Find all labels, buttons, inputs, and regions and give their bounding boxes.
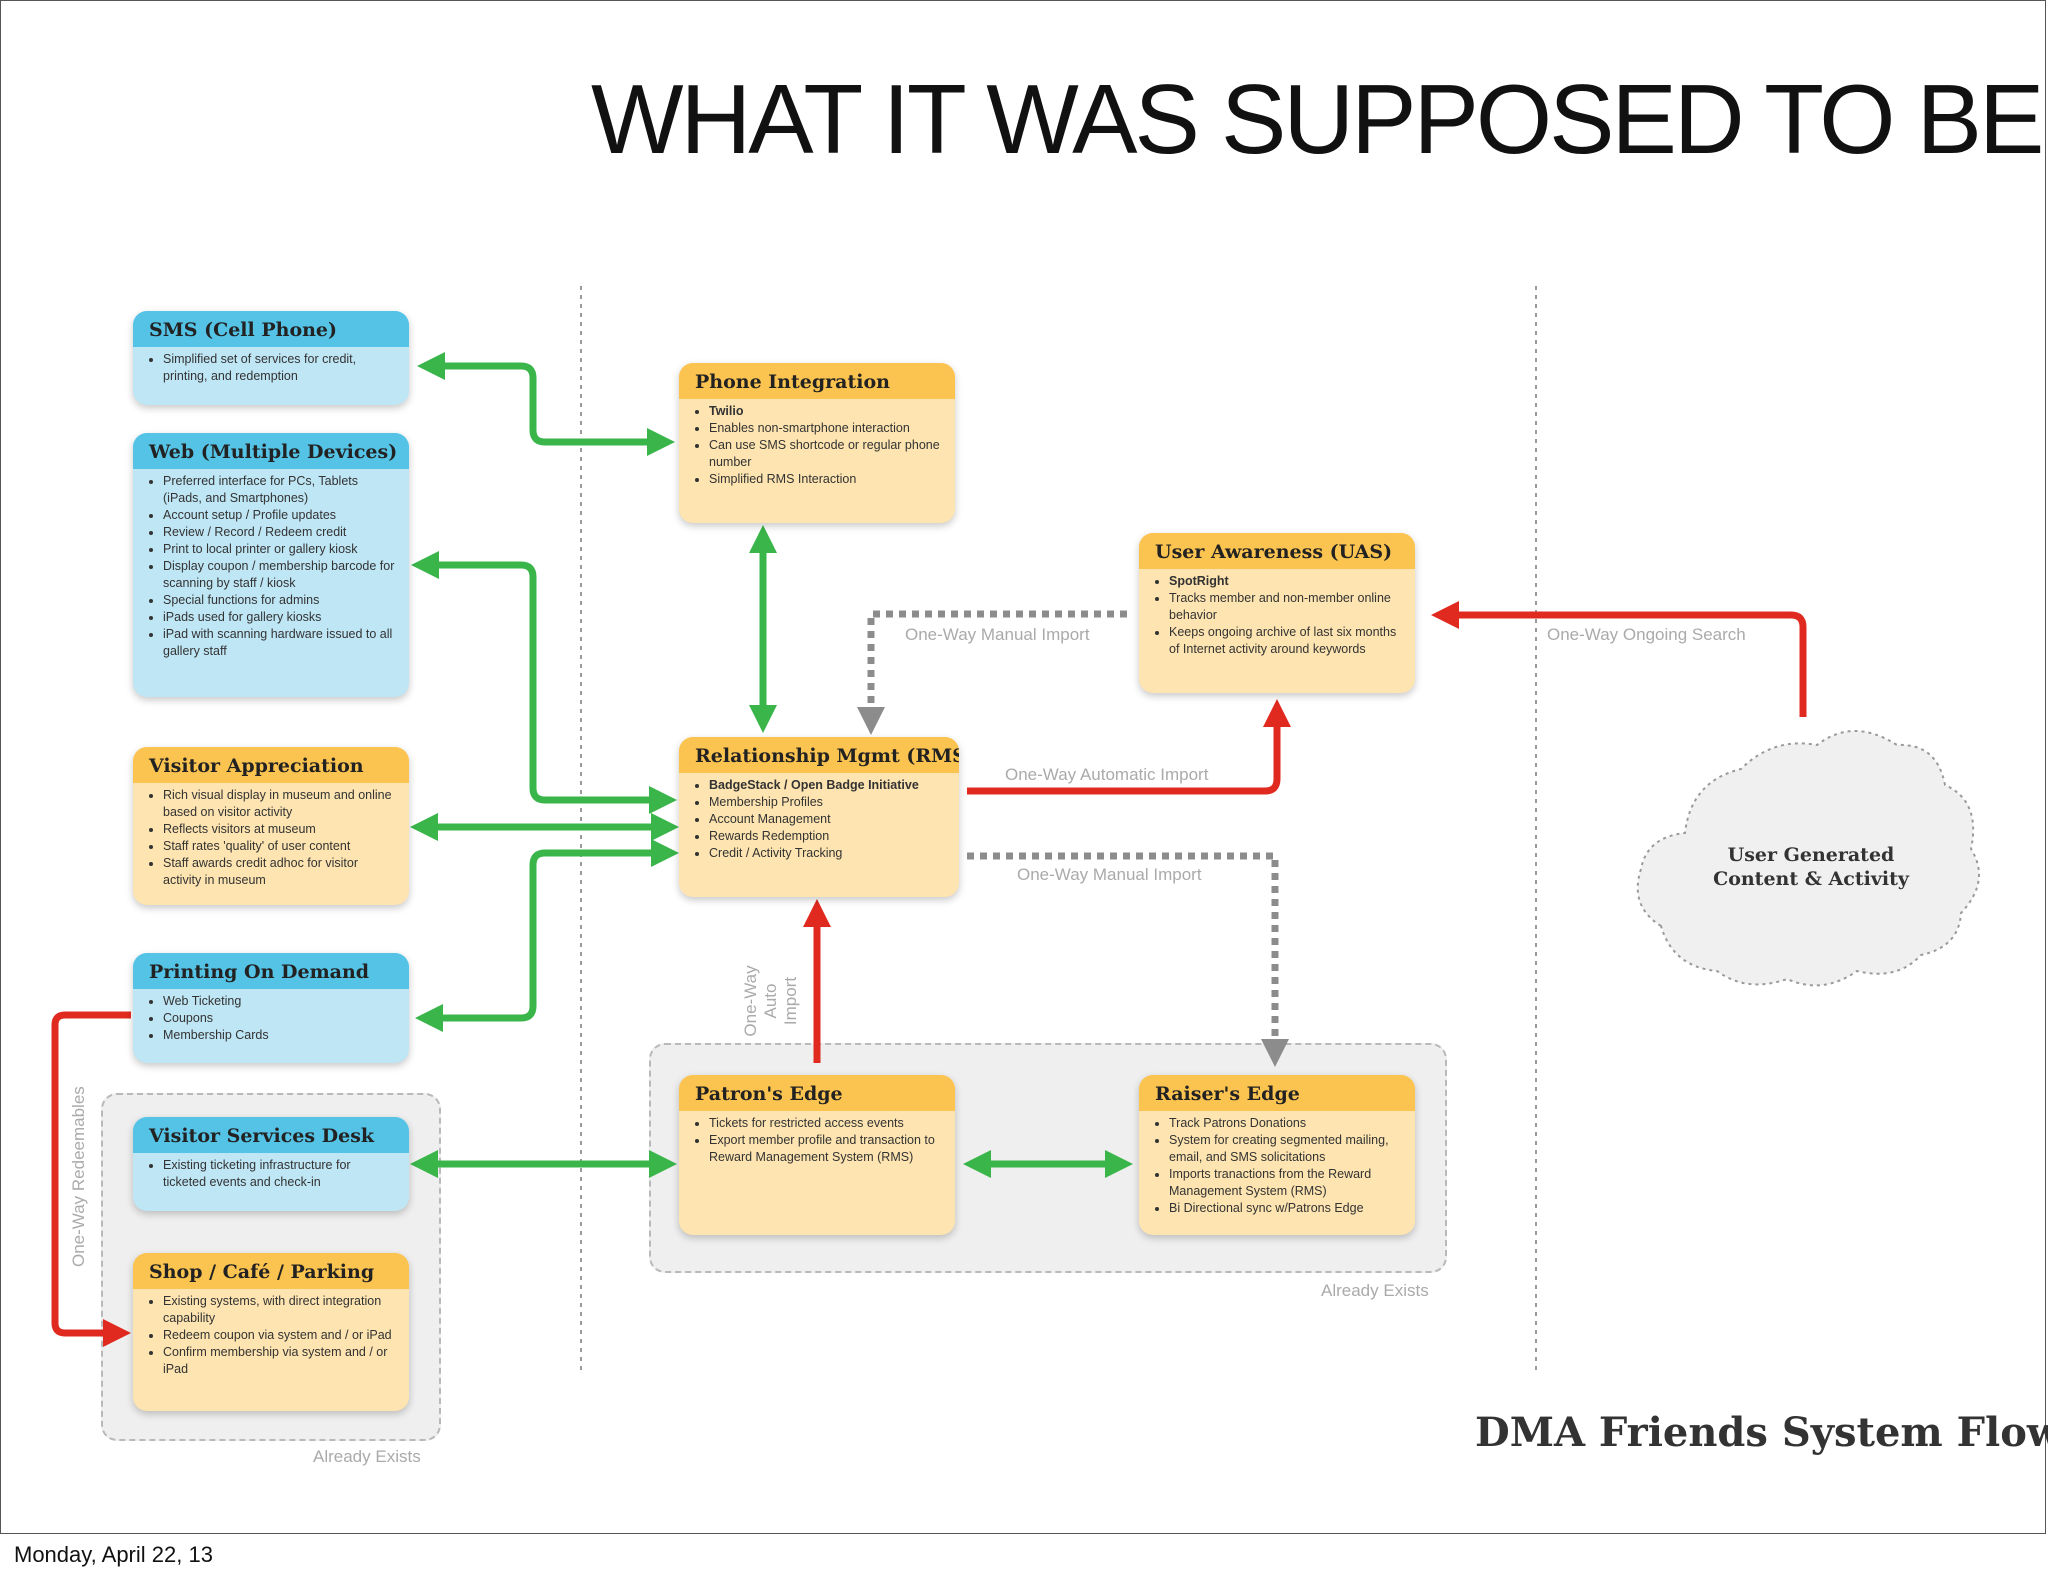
list-item: Rich visual display in museum and online… [163, 787, 395, 821]
flow-label-auto-import: One-Way Auto Import [741, 965, 800, 1037]
already-exists-label-right: Already Exists [1321, 1281, 1429, 1300]
patrons-edge-box-list: Tickets for restricted access events Exp… [679, 1111, 955, 1176]
flow-label-ongoing-search: One-Way Ongoing Search [1547, 625, 1746, 644]
list-item: Twilio [709, 403, 941, 420]
list-item: Staff awards credit adhoc for visitor ac… [163, 855, 395, 889]
list-item: Can use SMS shortcode or regular phone n… [709, 437, 941, 471]
web-box-list: Preferred interface for PCs, Tablets (iP… [133, 469, 409, 670]
arrow-rms-uas [967, 699, 1291, 795]
list-item: Keeps ongoing archive of last six months… [1169, 624, 1401, 658]
list-item: Credit / Activity Tracking [709, 845, 945, 862]
sms-box: SMS (Cell Phone) Simplified set of servi… [133, 311, 409, 405]
arrow-printing-rms [415, 839, 679, 1032]
list-item: Preferred interface for PCs, Tablets (iP… [163, 473, 395, 507]
web-box: Web (Multiple Devices) Preferred interfa… [133, 433, 409, 697]
phone-integration-box-title: Phone Integration [679, 363, 955, 399]
list-item: Simplified RMS Interaction [709, 471, 941, 488]
flow-label-manual-import-top: One-Way Manual Import [905, 625, 1090, 644]
arrow-sms-phone [417, 352, 675, 456]
list-item: Confirm membership via system and / or i… [163, 1344, 395, 1378]
arrow-printing-shop [51, 1011, 131, 1347]
list-item: Review / Record / Redeem credit [163, 524, 395, 541]
web-box-title: Web (Multiple Devices) [133, 433, 409, 469]
sms-box-list: Simplified set of services for credit, p… [133, 347, 409, 395]
visitor-appreciation-box-list: Rich visual display in museum and online… [133, 783, 409, 899]
list-item: Special functions for admins [163, 592, 395, 609]
uas-box-title: User Awareness (UAS) [1139, 533, 1415, 569]
list-item: Staff rates 'quality' of user content [163, 838, 395, 855]
list-item: Tickets for restricted access events [709, 1115, 941, 1132]
sms-box-title: SMS (Cell Phone) [133, 311, 409, 347]
diagram-title: DMA Friends System Flow [1475, 1409, 2048, 1456]
rms-box: Relationship Mgmt (RMS) BadgeStack / Ope… [679, 737, 959, 897]
list-item: Rewards Redemption [709, 828, 945, 845]
list-item: Export member profile and transaction to… [709, 1132, 941, 1166]
list-item: System for creating segmented mailing, e… [1169, 1132, 1401, 1166]
printing-box-title: Printing On Demand [133, 953, 409, 989]
visitor-appreciation-box: Visitor Appreciation Rich visual display… [133, 747, 409, 905]
arrow-rms-raisers-manual [967, 852, 1289, 1067]
rms-box-list: BadgeStack / Open Badge Initiative Membe… [679, 773, 959, 872]
list-item: Enables non-smartphone interaction [709, 420, 941, 437]
shop-box-title: Shop / Café / Parking [133, 1253, 409, 1289]
already-exists-label-left: Already Exists [313, 1447, 421, 1466]
list-item: Membership Profiles [709, 794, 945, 811]
uas-box: User Awareness (UAS) SpotRight Tracks me… [1139, 533, 1415, 693]
raisers-edge-box-list: Track Patrons Donations System for creat… [1139, 1111, 1415, 1227]
list-item: Imports tranactions from the Reward Mana… [1169, 1166, 1401, 1200]
list-item: Coupons [163, 1010, 395, 1027]
rms-box-title: Relationship Mgmt (RMS) [679, 737, 959, 773]
slide: WHAT IT WAS SUPPOSED TO BE... [0, 0, 2046, 1534]
list-item: Account setup / Profile updates [163, 507, 395, 524]
list-item: Existing systems, with direct integratio… [163, 1293, 395, 1327]
list-item: BadgeStack / Open Badge Initiative [709, 777, 945, 794]
list-item: Account Management [709, 811, 945, 828]
list-item: Tracks member and non-member online beha… [1169, 590, 1401, 624]
printing-box-list: Web Ticketing Coupons Membership Cards [133, 989, 409, 1054]
list-item: Reflects visitors at museum [163, 821, 395, 838]
cloud-shape [1636, 730, 1980, 987]
flow-label-automatic-import: One-Way Automatic Import [1005, 765, 1209, 784]
arrow-uas-rms-manual [857, 610, 1127, 735]
arrow-web-rms [411, 551, 677, 814]
raisers-edge-box: Raiser's Edge Track Patrons Donations Sy… [1139, 1075, 1415, 1235]
patrons-edge-box: Patron's Edge Tickets for restricted acc… [679, 1075, 955, 1235]
visitor-services-box-list: Existing ticketing infrastructure for ti… [133, 1153, 409, 1201]
list-item: Bi Directional sync w/Patrons Edge [1169, 1200, 1401, 1217]
patrons-edge-box-title: Patron's Edge [679, 1075, 955, 1111]
list-item: Print to local printer or gallery kiosk [163, 541, 395, 558]
list-item: SpotRight [1169, 573, 1401, 590]
raisers-edge-box-title: Raiser's Edge [1139, 1075, 1415, 1111]
flow-connectors [51, 286, 1980, 1373]
phone-integration-box: Phone Integration Twilio Enables non-sma… [679, 363, 955, 523]
visitor-appreciation-box-title: Visitor Appreciation [133, 747, 409, 783]
uas-box-list: SpotRight Tracks member and non-member o… [1139, 569, 1415, 668]
list-item: Existing ticketing infrastructure for ti… [163, 1157, 395, 1191]
arrow-cloud-uas [1431, 601, 1807, 717]
list-item: Membership Cards [163, 1027, 395, 1044]
phone-integration-box-list: Twilio Enables non-smartphone interactio… [679, 399, 955, 498]
cloud-label: User Generated Content & Activity [1713, 844, 1909, 890]
footer-date: Monday, April 22, 13 [14, 1542, 213, 1567]
list-item: iPads used for gallery kiosks [163, 609, 395, 626]
shop-box-list: Existing systems, with direct integratio… [133, 1289, 409, 1388]
printing-box: Printing On Demand Web Ticketing Coupons… [133, 953, 409, 1063]
list-item: Display coupon / membership barcode for … [163, 558, 395, 592]
list-item: Redeem coupon via system and / or iPad [163, 1327, 395, 1344]
page-title: WHAT IT WAS SUPPOSED TO BE... [591, 64, 2048, 174]
list-item: iPad with scanning hardware issued to al… [163, 626, 395, 660]
list-item: Web Ticketing [163, 993, 395, 1010]
list-item: Simplified set of services for credit, p… [163, 351, 395, 385]
visitor-services-box-title: Visitor Services Desk [133, 1117, 409, 1153]
visitor-services-box: Visitor Services Desk Existing ticketing… [133, 1117, 409, 1211]
flow-label-redeemables: One-Way Redeemables [69, 1086, 88, 1267]
shop-box: Shop / Café / Parking Existing systems, … [133, 1253, 409, 1411]
list-item: Track Patrons Donations [1169, 1115, 1401, 1132]
flow-label-manual-import-bottom: One-Way Manual Import [1017, 865, 1202, 884]
